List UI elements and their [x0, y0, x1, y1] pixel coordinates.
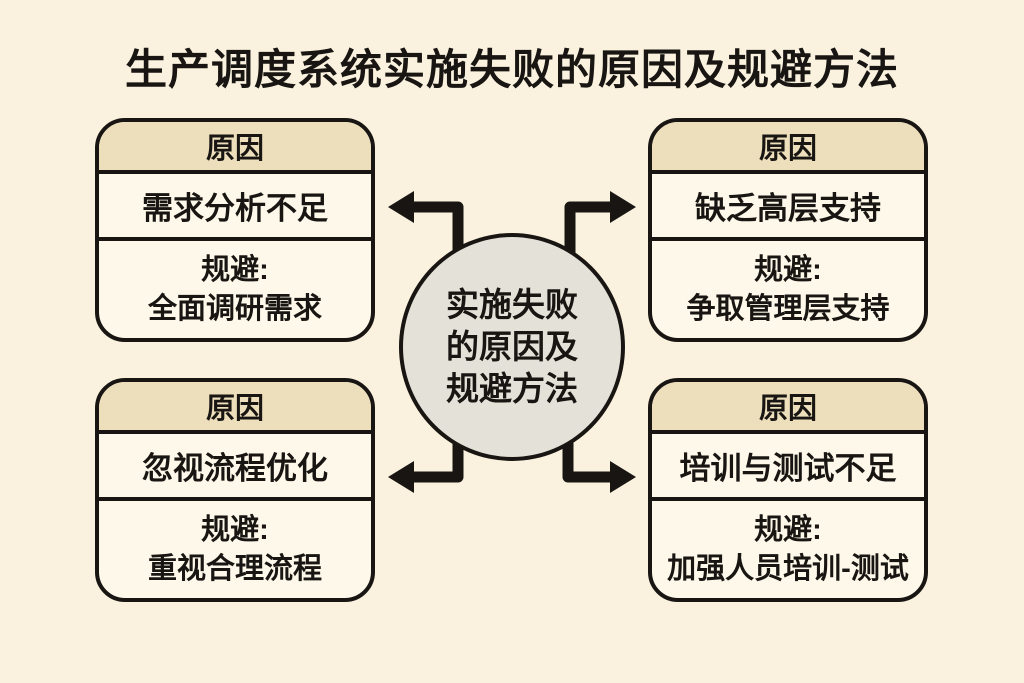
center-node-line: 实施失败	[446, 285, 578, 323]
avoidance-text: 重视合理流程	[147, 552, 322, 585]
avoidance-section: 规避: 加强人员培训-测试	[652, 501, 924, 598]
avoidance-section: 规避: 重视合理流程	[99, 501, 371, 598]
center-node: 实施失败 的原因及 规避方法	[399, 233, 625, 461]
cause-box-top-left: 原因 需求分析不足 规避: 全面调研需求	[95, 118, 375, 342]
cause-box-bottom-left: 原因 忽视流程优化 规避: 重视合理流程	[95, 378, 375, 602]
avoidance-section: 规避: 全面调研需求	[99, 241, 371, 338]
diagram-title: 生产调度系统实施失败的原因及规避方法	[124, 46, 899, 93]
avoidance-text: 争取管理层支持	[686, 292, 890, 325]
center-node-line: 的原因及	[446, 327, 578, 365]
avoidance-label: 规避:	[201, 254, 269, 287]
avoidance-section: 规避: 争取管理层支持	[652, 241, 924, 338]
avoidance-label: 规避:	[754, 254, 822, 287]
box-header: 原因	[652, 122, 924, 174]
box-header: 原因	[652, 382, 924, 434]
center-node-line: 规避方法	[446, 370, 578, 408]
avoidance-label: 规避:	[754, 514, 822, 547]
box-header: 原因	[99, 122, 371, 174]
cause-text: 缺乏高层支持	[652, 174, 924, 241]
avoidance-label: 规避:	[201, 514, 269, 547]
cause-box-top-right: 原因 缺乏高层支持 规避: 争取管理层支持	[648, 118, 928, 342]
cause-box-bottom-right: 原因 培训与测试不足 规避: 加强人员培训-测试	[648, 378, 928, 602]
cause-text: 忽视流程优化	[99, 434, 371, 501]
cause-text: 培训与测试不足	[652, 434, 924, 501]
avoidance-text: 全面调研需求	[147, 292, 322, 325]
box-header: 原因	[99, 382, 371, 434]
avoidance-text: 加强人员培训-测试	[667, 552, 909, 585]
cause-text: 需求分析不足	[99, 174, 371, 241]
